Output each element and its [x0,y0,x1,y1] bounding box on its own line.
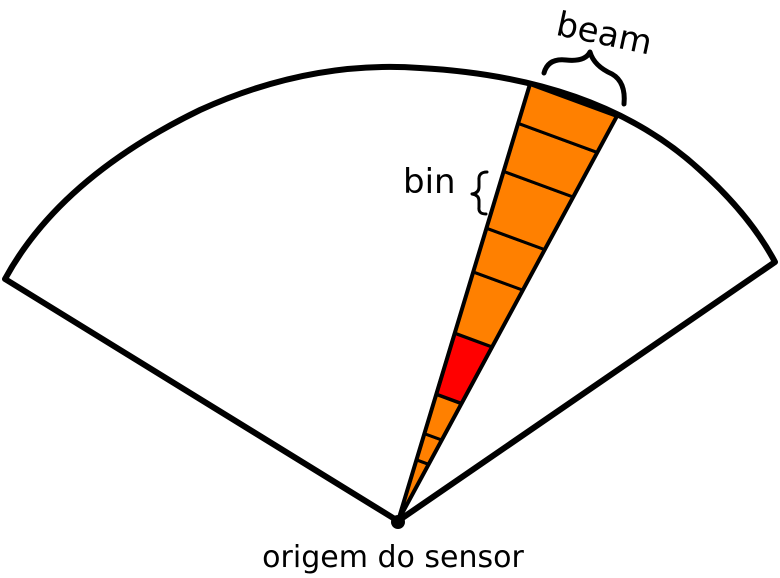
sensor-origin-dot [391,515,405,529]
beam-brace [541,49,627,107]
beam-label: beam [553,4,656,63]
beam-outline [396,82,619,523]
sonar-sector [2,63,778,524]
bin-brace [470,170,489,216]
sensor-origin-label: origem do sensor [262,540,524,575]
bin-label: bin [403,162,456,202]
